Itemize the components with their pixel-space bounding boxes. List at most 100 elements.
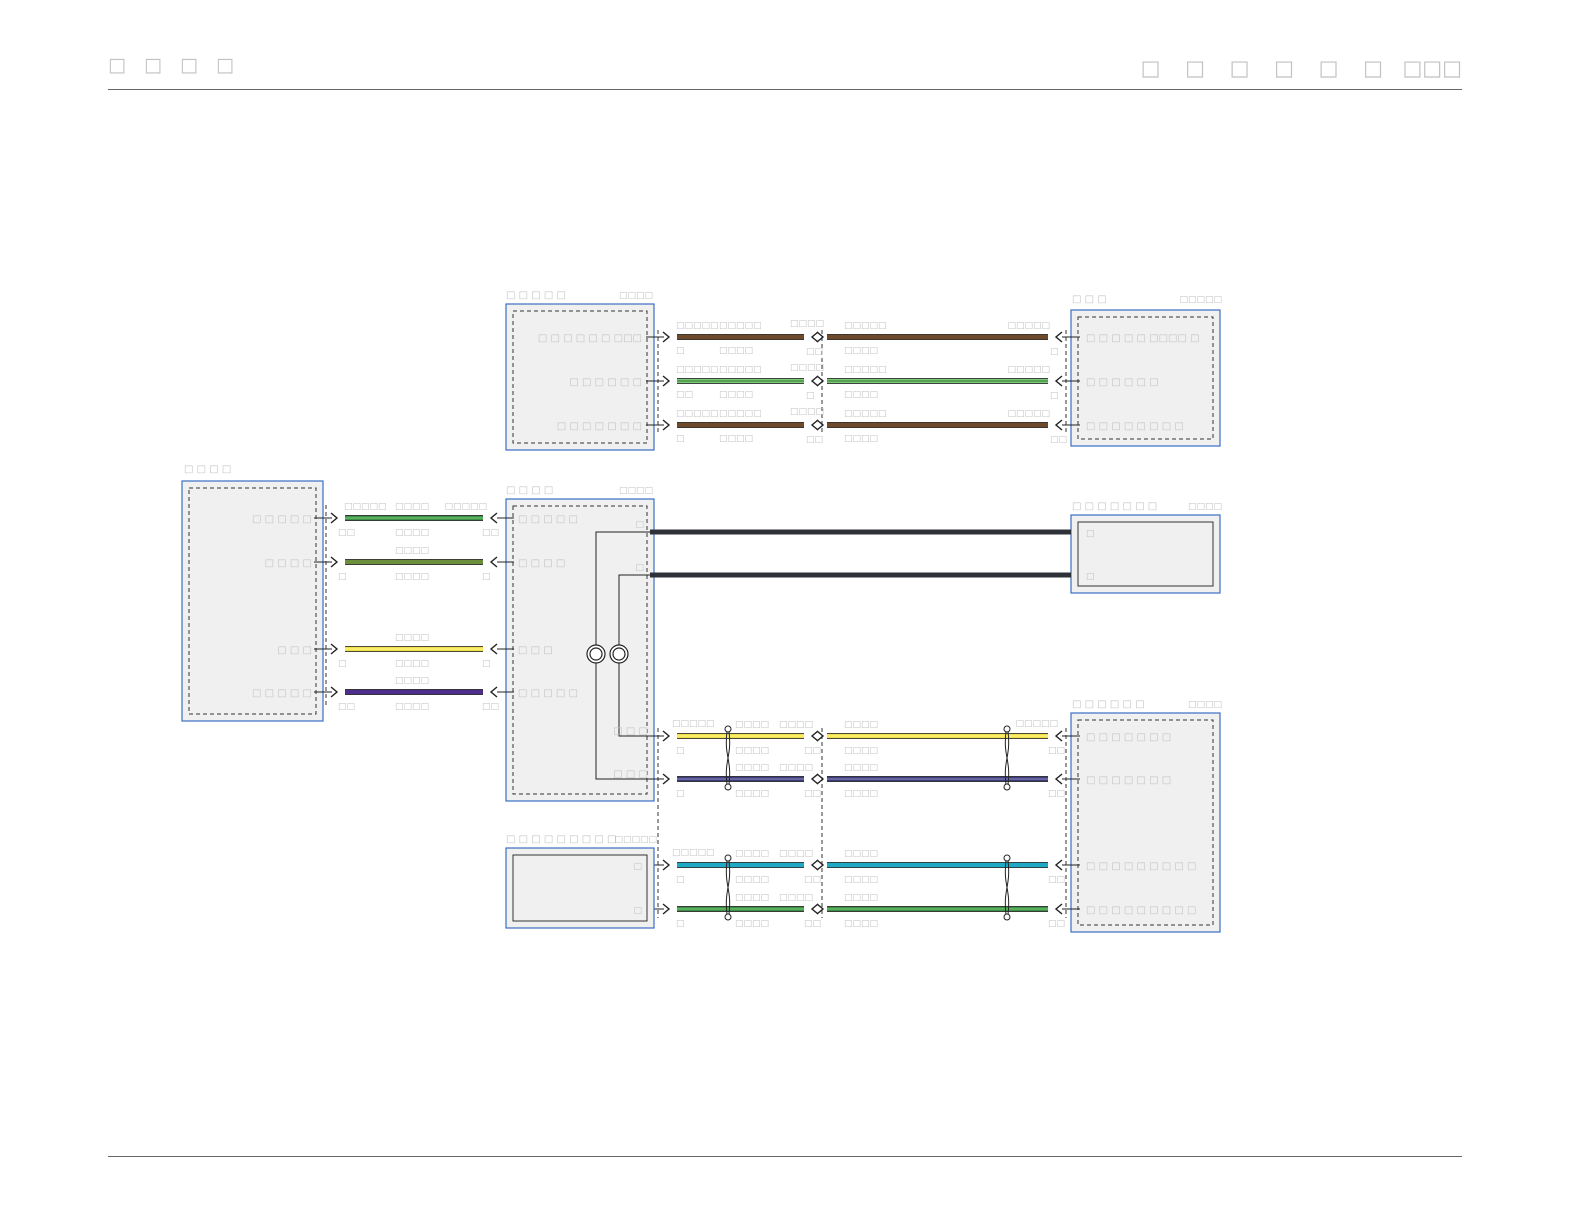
wire-pin-label: □□ (804, 746, 821, 756)
component-top-right-pin-label: □ □ □ □ □ □ (1086, 377, 1159, 388)
component-top-center-box (505, 303, 655, 451)
wire-connector-label: □□□□ (779, 893, 813, 903)
wire-spec-label: □□□□□ (844, 365, 887, 375)
connector-arrow-right (816, 859, 825, 871)
component-bottom-center-box (505, 847, 655, 929)
wire-connector-label: □□□□□ (1007, 321, 1050, 331)
wire-spec-label: □□□□□ (844, 409, 887, 419)
twisted-pair-marker (725, 730, 731, 786)
page-number: □□□ (1402, 56, 1462, 80)
wire-spec-label: □□□□ (844, 763, 878, 773)
connector-arrow-right (662, 419, 671, 431)
connector-arrow-right (662, 903, 671, 915)
wire-ref-label: □□□□ (735, 746, 769, 756)
wire-ref-label: □□□□ (844, 919, 878, 929)
component-left-title: □ □ □ □ (184, 464, 231, 475)
wire-pin-label: □□ (338, 528, 355, 538)
connector-arrow-left (810, 730, 819, 742)
wire-pin-label: □ (482, 572, 491, 582)
component-mid-right-pin-num: □ (1086, 529, 1095, 539)
component-top-center-title: □ □ □ □ □ (506, 290, 566, 301)
wire-spec-label: □□□□ (844, 849, 878, 859)
wire-ref-label: □□□□ (395, 659, 429, 669)
component-mid-right-box (1070, 514, 1221, 594)
wire-connector-label: □□□□□ (344, 502, 387, 512)
wire-ref-label: □□□□ (844, 390, 878, 400)
component-low-right-pin-label: □ □ □ □ □ □ □ □ □ (1086, 861, 1196, 872)
component-left-pin-label: □ □ □ □ (265, 558, 312, 569)
component-mid-center-code: □□□□ (619, 486, 653, 496)
connector-arrow-right (330, 643, 339, 655)
component-top-right-pin-label: □ □ □ □ □ □□□□ □ (1086, 333, 1200, 344)
component-top-center-code: □□□□ (619, 291, 653, 301)
wire-spec-label: □□□□ (844, 893, 878, 903)
internal-route-a (595, 531, 650, 646)
wire-ref-label: □□□□ (844, 746, 878, 756)
wire-connector-label: □□□□ (779, 720, 813, 730)
wire-spec-label: □□□□ (395, 676, 429, 686)
wire-ref-label: □□□□ (844, 346, 878, 356)
header-right-title: □ □ □ □ □ □ (1140, 56, 1392, 80)
twisted-pair-marker-end-bottom (724, 783, 732, 791)
wire-spec-label: □□□□ (844, 720, 878, 730)
component-mid-center-box (505, 498, 655, 802)
component-top-right-box (1070, 309, 1221, 447)
component-top-right-code: □□□□□ (1179, 295, 1222, 305)
component-top-center-pin-label: □ □ □ □ □ □ □□□ (538, 333, 642, 344)
wire-ref-label: □□□□ (735, 919, 769, 929)
connector-arrow-right (662, 730, 671, 742)
component-top-center-pin-label: □ □ □ □ □ □ □ (557, 421, 642, 432)
wire-spec-label: □□□□□ (719, 409, 762, 419)
connector-arrow-left (1054, 773, 1063, 785)
component-top-center-box-inner (512, 310, 648, 444)
component-left-pin-label: □ □ □ □ □ (252, 514, 312, 525)
twisted-pair-marker (725, 859, 731, 916)
connector-arrow-right (330, 512, 339, 524)
internal-route-c (595, 662, 650, 780)
twisted-pair-marker-end-top (1003, 854, 1011, 862)
component-mid-center-pin-label: □ □ □ □ (518, 558, 565, 569)
connector-arrow-left (810, 903, 819, 915)
wire-pin-label: □□ (482, 702, 499, 712)
wire-connector-label: □□□□□ (672, 848, 715, 858)
wire-connector-label: □□□□ (779, 763, 813, 773)
connector-arrow-left (1054, 859, 1063, 871)
wire-pin-label: □□ (804, 919, 821, 929)
wire-pin-label: □□ (804, 789, 821, 799)
wire-ref-label: □□□□ (395, 528, 429, 538)
component-mid-center-pin-num: □ (635, 520, 644, 530)
wire-connector-label: □□□□□ (444, 502, 487, 512)
wire-spec-label: □□□□ (735, 893, 769, 903)
coil-inner-0 (589, 647, 603, 661)
connector-arrow-right (816, 375, 825, 387)
component-low-right-box-inner (1077, 719, 1214, 926)
wire-pin-label: □□ (806, 435, 823, 445)
twisted-pair-marker (1004, 730, 1010, 786)
component-top-right-pin-label: □ □ □ □ □ □ □ □ (1086, 421, 1184, 432)
component-bottom-center-pin-num: □ (633, 906, 642, 916)
connector-arrow-right (816, 903, 825, 915)
component-bottom-center-title: □ □ □ □ □ □ □ □ □ (506, 834, 616, 845)
wire-spec-label: □□□□□ (844, 321, 887, 331)
wire-spec-label: □□□□ (735, 849, 769, 859)
component-mid-right-pin-num: □ (1086, 572, 1095, 582)
wire-ref-label: □□□□ (395, 572, 429, 582)
wire-pin-label: □□ (1048, 919, 1065, 929)
wire-connector-label: □□□□□ (676, 365, 719, 375)
wire-ref-label: □□□□ (719, 434, 753, 444)
internal-route-d (618, 662, 650, 737)
component-mid-center-pin-num: □ (635, 563, 644, 573)
component-low-right-pin-label: □ □ □ □ □ □ □ □ □ (1086, 905, 1196, 916)
wire-pin-label: □□ (338, 702, 355, 712)
wire-connector-label: □□□□ (790, 363, 824, 373)
wire-spec-label: □□□□ (395, 633, 429, 643)
component-bottom-center-box-inner (512, 854, 648, 922)
connector-arrow-right (662, 375, 671, 387)
wire-pin-label: □□ (804, 875, 821, 885)
component-top-center-pin-label: □ □ □ □ □ □ (569, 377, 642, 388)
connector-arrow-left (1054, 375, 1063, 387)
component-top-right-title: □ □ □ (1072, 294, 1107, 305)
wire-connector-label: □□□□□ (676, 409, 719, 419)
component-mid-center-pin-label: □ □ □ □ □ (518, 514, 578, 525)
